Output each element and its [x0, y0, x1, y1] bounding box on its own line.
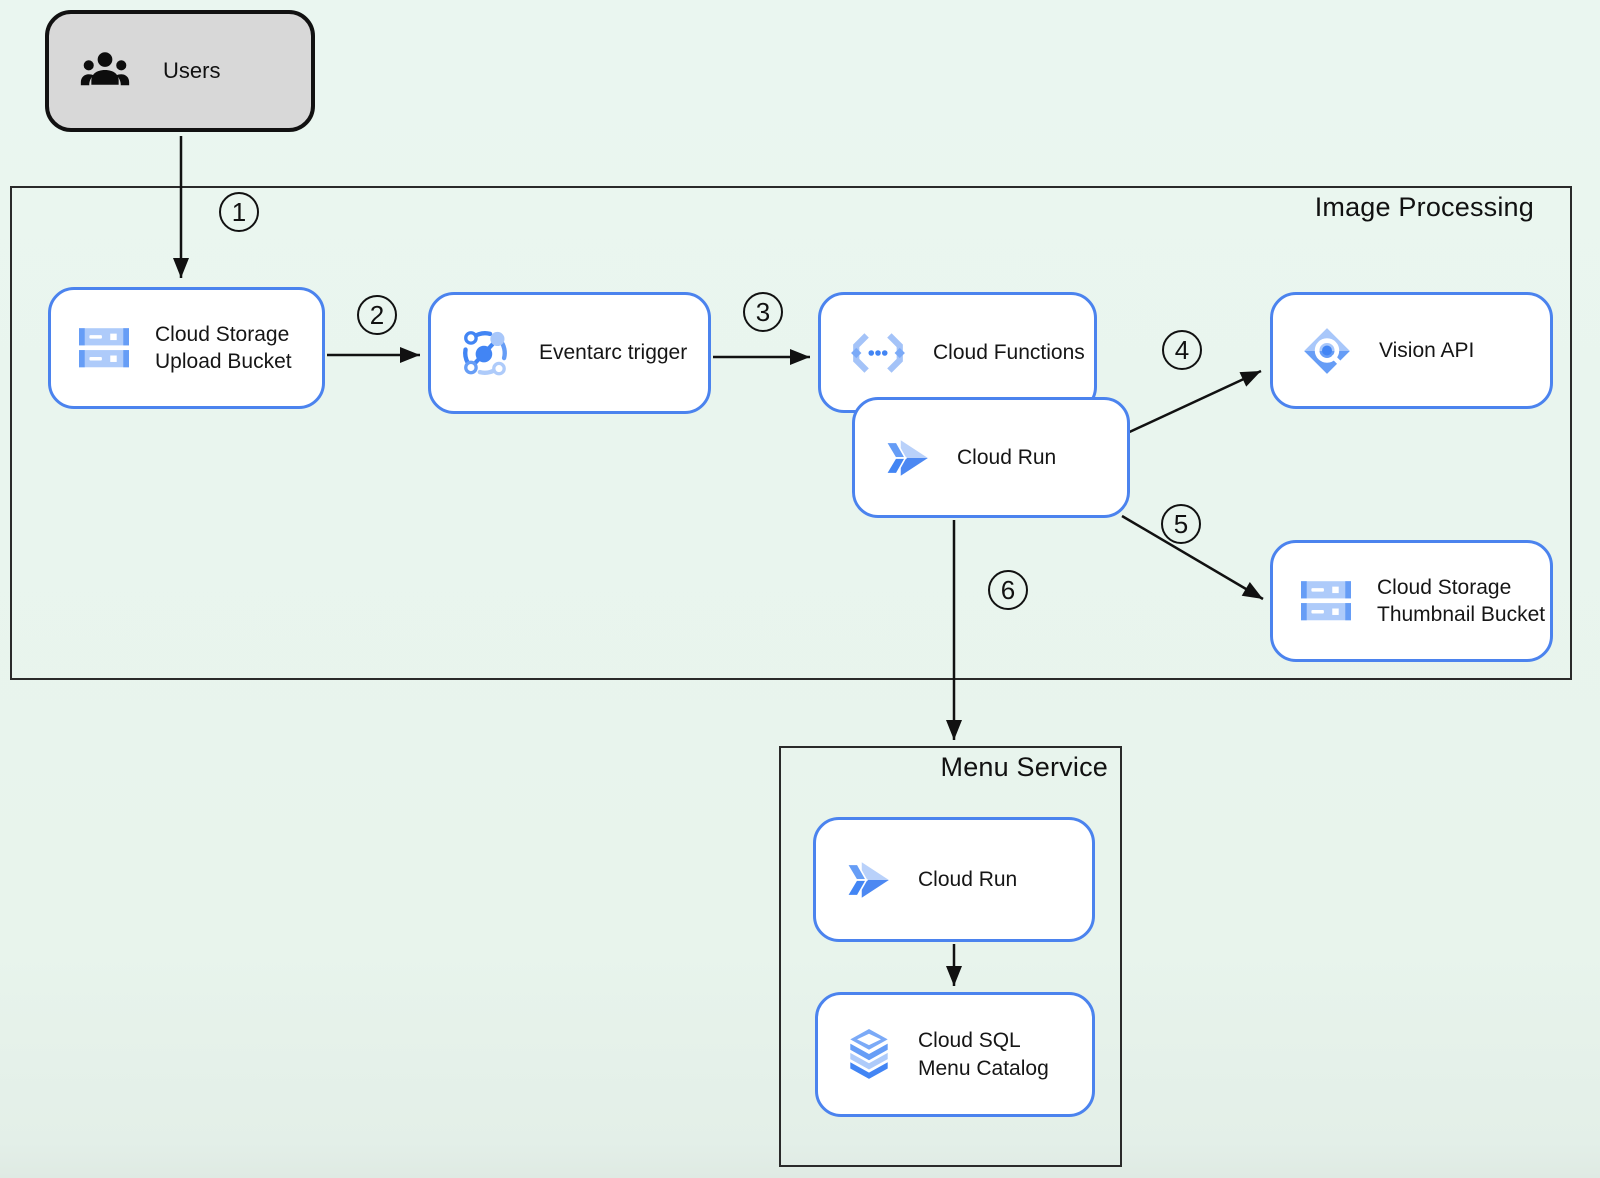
- node-cloud-run-menu-service: Cloud Run: [813, 817, 1095, 942]
- node-cloud-storage-thumbnail-bucket: Cloud Storage Thumbnail Bucket: [1270, 540, 1553, 662]
- cloud-run-icon: [883, 437, 931, 479]
- cloud-sql-icon: [846, 1028, 892, 1082]
- node-cloud-sql-menu-catalog: Cloud SQL Menu Catalog: [815, 992, 1095, 1117]
- cloud-storage-icon: [79, 327, 129, 369]
- node-label: Cloud SQL Menu Catalog: [918, 1029, 1049, 1080]
- node-label: Cloud Functions: [933, 340, 1085, 364]
- step-badge-4: 4: [1162, 330, 1202, 370]
- group-title-image-processing: Image Processing: [1314, 192, 1534, 222]
- step-badge-6: 6: [988, 570, 1028, 610]
- cloud-storage-icon: [1301, 580, 1351, 622]
- step-badge-5: 5: [1161, 504, 1201, 544]
- node-label: Cloud Run: [918, 867, 1018, 891]
- step-badge-3: 3: [743, 292, 783, 332]
- node-label: Cloud Storage Thumbnail Bucket: [1377, 575, 1546, 626]
- node-label: Cloud Storage Upload Bucket: [155, 322, 292, 373]
- cloud-functions-icon: [849, 332, 907, 374]
- step-badge-1: 1: [219, 192, 259, 232]
- node-label: Eventarc trigger: [539, 341, 688, 365]
- node-cloud-functions: Cloud Functions: [818, 292, 1097, 413]
- group-title-menu-service: Menu Service: [940, 752, 1108, 782]
- vision-api-icon: [1301, 325, 1353, 377]
- group-menu-service: Menu Service: [779, 746, 1122, 1167]
- node-vision-api: Vision API: [1270, 292, 1553, 409]
- eventarc-icon: [459, 326, 513, 380]
- node-label: Vision API: [1379, 338, 1475, 362]
- cloud-run-icon: [844, 859, 892, 901]
- node-cloud-run-image-processing: Cloud Run: [852, 397, 1130, 518]
- node-users: Users: [45, 10, 315, 132]
- node-label: Cloud Run: [957, 445, 1057, 469]
- users-icon: [79, 48, 131, 95]
- group-image-processing: Image Processing: [10, 186, 1572, 680]
- node-eventarc-trigger: Eventarc trigger: [428, 292, 711, 414]
- node-label: Users: [163, 58, 221, 83]
- node-cloud-storage-upload-bucket: Cloud Storage Upload Bucket: [48, 287, 325, 409]
- step-badge-2: 2: [357, 295, 397, 335]
